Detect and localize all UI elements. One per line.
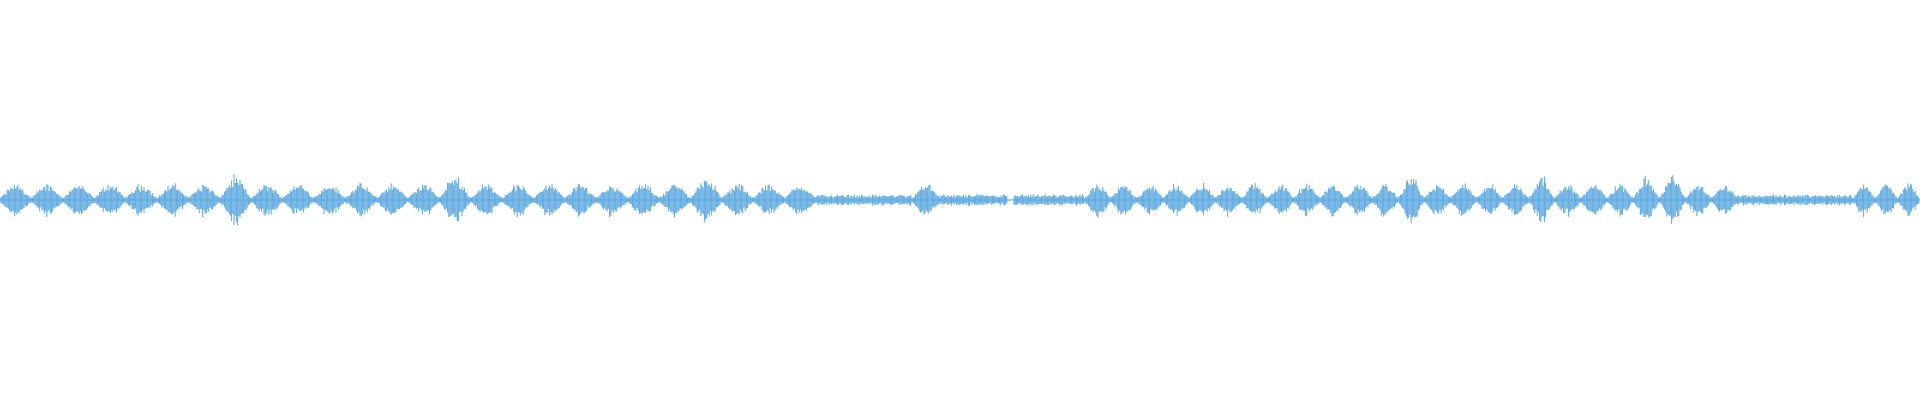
waveform-bars (0, 174, 1920, 226)
